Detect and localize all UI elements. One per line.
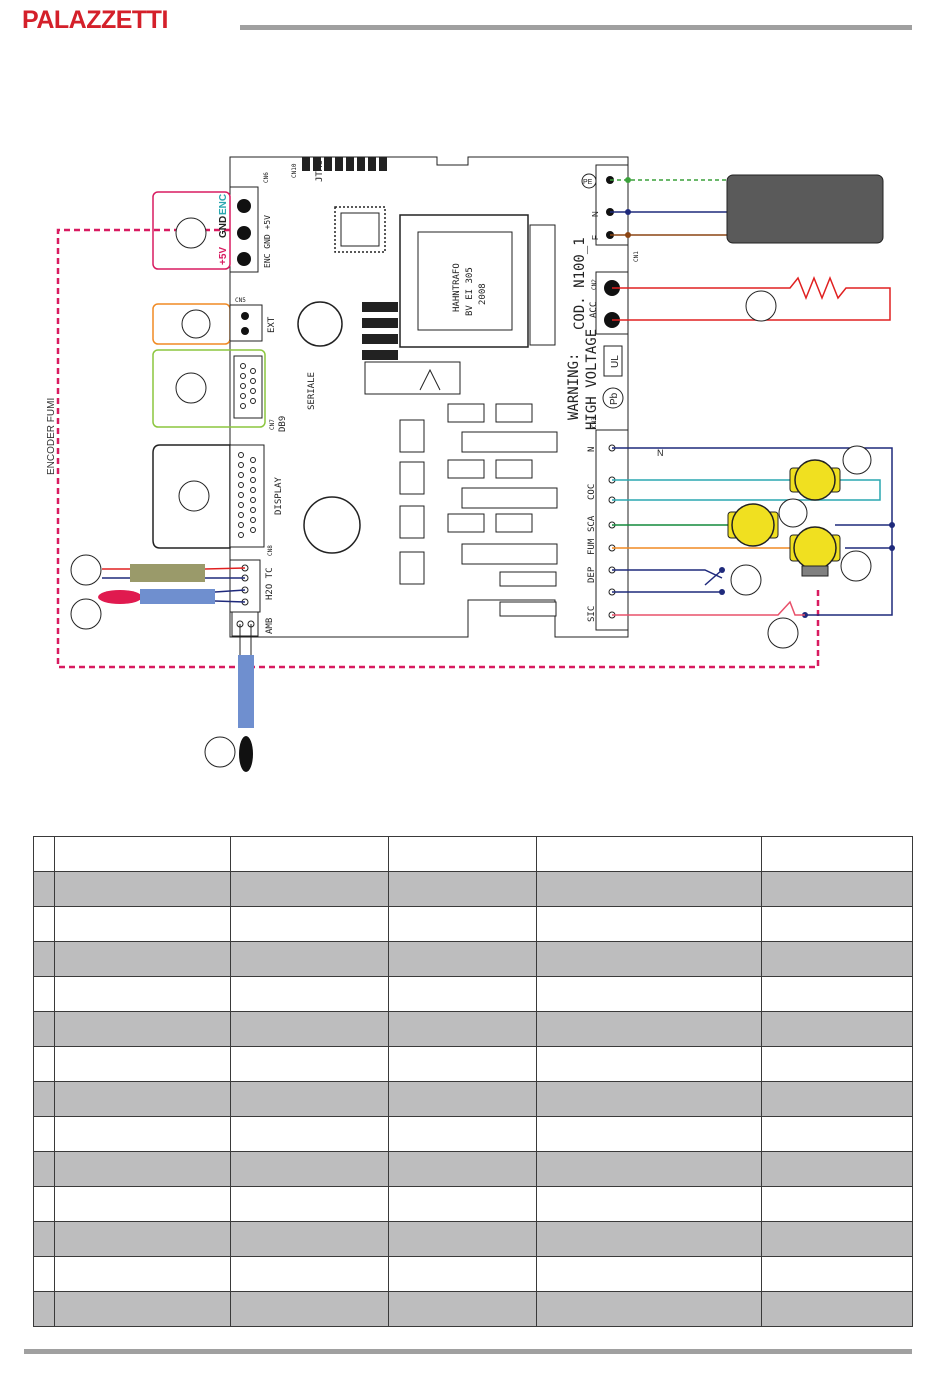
ext-label: EXT <box>267 316 277 333</box>
table-row <box>33 871 913 907</box>
cn10-label: CN10 <box>291 163 298 178</box>
thermocouple-callout <box>70 554 102 586</box>
display-connection-box <box>152 444 231 549</box>
auger-motor <box>789 459 841 501</box>
cn6-label: CN6 <box>263 172 270 183</box>
transformer-line3: 2008 <box>478 283 488 305</box>
mains-supply <box>726 174 884 244</box>
table-row <box>33 1151 913 1187</box>
capacitor <box>303 496 361 554</box>
table-row <box>33 1256 913 1292</box>
relay <box>364 361 461 395</box>
db9-connection-box <box>152 349 266 428</box>
cn3-pin-coc: COC <box>587 484 597 500</box>
table-row <box>33 836 913 872</box>
encoder-label: ENCODER FUMI <box>46 398 57 475</box>
table-row <box>33 1186 913 1222</box>
board-voltage-warning: HIGH VOLTAGE <box>584 329 600 430</box>
cn6-silk-label: ENC GND +5V <box>263 215 272 268</box>
footer-rule <box>24 1349 912 1354</box>
safety-thermostat-callout <box>767 617 799 649</box>
display-connector <box>229 444 265 548</box>
transformer-line1: HAHNTRAFO <box>452 263 462 312</box>
encoder-dashed-wire <box>56 228 820 669</box>
encoder-connection-box <box>152 191 231 270</box>
cn8-label: CN8 <box>267 545 274 556</box>
db9-connector <box>233 355 263 419</box>
amb-label: AMB <box>265 618 275 634</box>
display-label: DISPLAY <box>274 476 284 515</box>
ignitor-callout <box>745 290 777 322</box>
table-row <box>33 1081 913 1117</box>
table-row <box>33 1046 913 1082</box>
transformer <box>399 214 529 348</box>
buzzer <box>297 301 343 347</box>
room-probe-callout <box>204 736 236 768</box>
cn6-pin-gnd: GND <box>218 216 229 238</box>
cn3-label: CN3 <box>591 417 598 428</box>
auger-motor-wire <box>612 479 881 501</box>
auger-motor-callout <box>842 445 872 475</box>
depressure-switch-callout <box>730 564 762 596</box>
cn1-pin-f: F <box>591 235 600 240</box>
table-row <box>33 1011 913 1047</box>
ul-mark: UL <box>610 355 621 368</box>
db9-callout <box>175 372 207 404</box>
triac-group <box>399 403 558 617</box>
jtag-header <box>302 157 387 171</box>
cn3-pin-sca: SCA <box>587 515 597 532</box>
h2o-tc-label: H2O TC <box>265 567 275 600</box>
serial-label: SERIALE <box>307 372 317 410</box>
display-callout <box>178 480 210 512</box>
table-row <box>33 1291 913 1327</box>
cn7-label: CN7 <box>269 419 276 430</box>
ignitor-wire <box>612 275 891 321</box>
neutral-bus-wire <box>612 447 893 616</box>
table-row <box>33 941 913 977</box>
table-row <box>33 906 913 942</box>
water-probe-callout <box>70 598 102 630</box>
neutral-label: N <box>657 448 664 458</box>
cn1-label: CN1 <box>633 251 640 262</box>
ext-callout <box>181 309 211 339</box>
db9-label: DB9 <box>278 416 288 432</box>
cn3-pin-n: N <box>587 447 597 452</box>
table-row <box>33 1116 913 1152</box>
cn5-connector <box>229 304 263 342</box>
room-probe <box>238 655 254 728</box>
cn2-label: CN2 <box>591 279 598 290</box>
board-code: COD. N100_1 <box>572 237 588 330</box>
board-warning: WARNING: <box>566 353 582 420</box>
header-rule <box>240 25 912 30</box>
spec-table <box>33 836 913 1327</box>
pb-mark: Pb <box>609 392 620 405</box>
transformer-line2: BV EI 305 <box>465 267 475 316</box>
pe-mark: PE <box>583 179 593 186</box>
table-row <box>33 1221 913 1257</box>
smoke-fan <box>789 526 841 577</box>
cn1-pin-n: N <box>591 211 600 217</box>
cn6-pin-enc: ENC <box>218 194 229 215</box>
water-probe-tip <box>98 590 142 604</box>
cn3-pin-sic: SIC <box>587 606 597 622</box>
thermocouple-probe <box>130 564 205 582</box>
exchanger-fan <box>727 503 779 547</box>
cn6-pin-plus5v: +5V <box>218 247 229 265</box>
cn5-label: CN5 <box>235 297 246 304</box>
acc-label: ACC <box>589 302 599 318</box>
exchanger-fan-callout <box>778 498 808 528</box>
water-probe <box>140 589 215 604</box>
cn3-pin-dep: DEP <box>587 566 597 583</box>
microcontroller <box>334 206 386 253</box>
smoke-fan-callout <box>840 550 872 582</box>
room-probe-tip <box>239 736 253 772</box>
safety-thermostat-wire <box>612 600 805 616</box>
table-row <box>33 976 913 1012</box>
wiring-diagram: ENCODER FUMI JTAG CN10 CN6 +5V GND ENC E… <box>46 156 895 772</box>
cn3-connector <box>595 429 629 631</box>
jtag-label: JTAG <box>315 160 325 182</box>
brand-logo: PALAZZETTI <box>22 6 168 34</box>
encoder-callout <box>175 217 207 249</box>
cn3-pin-fum: FUM <box>587 538 597 555</box>
